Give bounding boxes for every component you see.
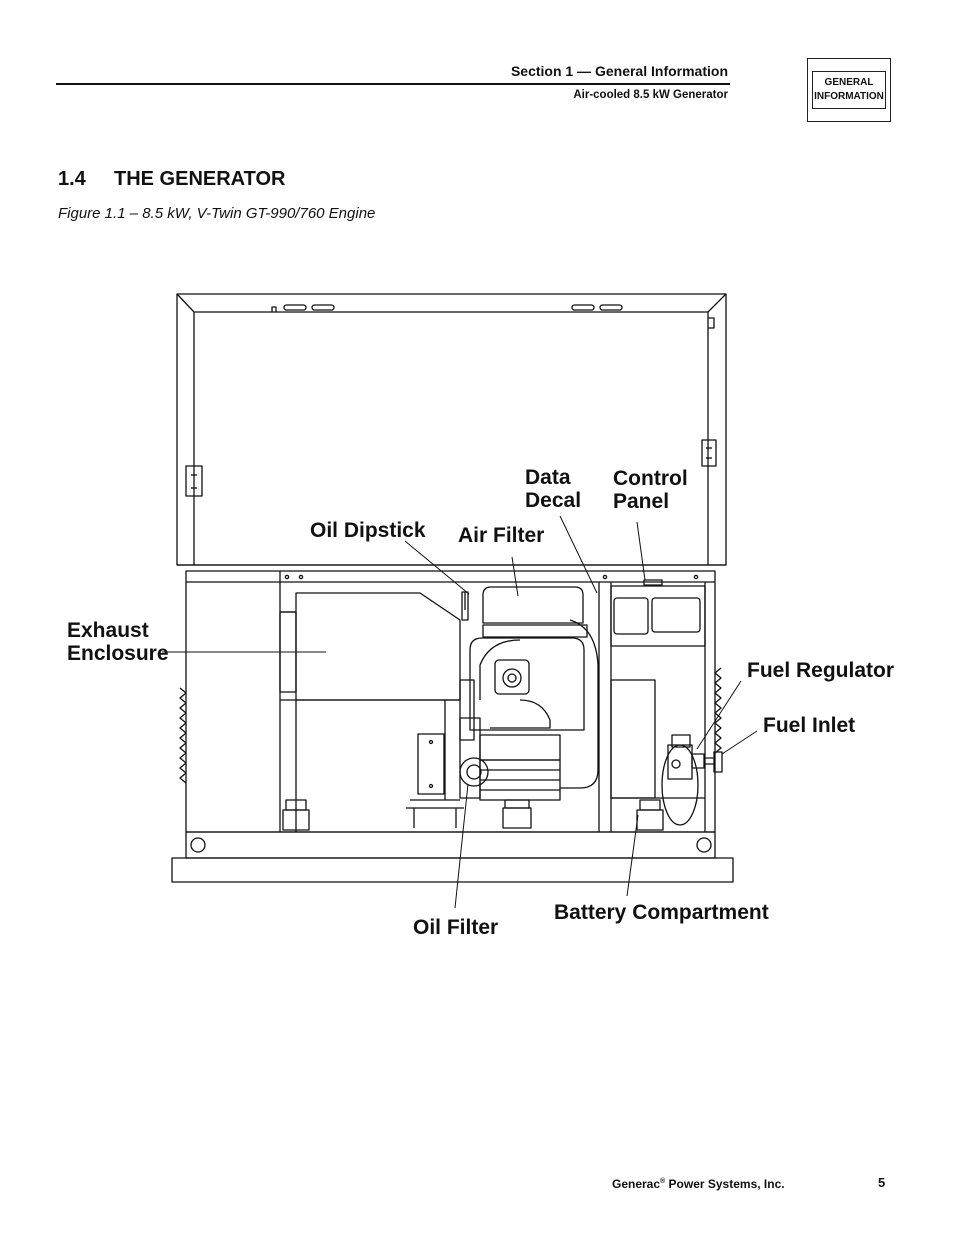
figure-caption: Figure 1.1 – 8.5 kW, V-Twin GT-990/760 E…	[58, 205, 376, 222]
label-panel: Panel	[613, 490, 669, 513]
section-number: 1.4	[58, 168, 86, 190]
label-battery-compartment: Battery Compartment	[554, 901, 769, 924]
label-oil-dipstick: Oil Dipstick	[310, 519, 426, 542]
enclosure-body	[179, 570, 722, 833]
right-compartment	[598, 579, 723, 832]
label-data: Data	[525, 466, 571, 489]
label-control: Control	[613, 467, 688, 490]
header-subtitle: Air-cooled 8.5 kW Generator	[573, 89, 728, 101]
label-air-filter: Air Filter	[458, 524, 544, 547]
tab-line-2: INFORMATION	[814, 91, 884, 102]
label-exhaust: Exhaust	[67, 619, 149, 642]
tab-line-1: GENERAL	[824, 77, 874, 88]
label-fuel-inlet: Fuel Inlet	[763, 714, 855, 737]
label-decal: Decal	[525, 489, 581, 512]
label-fuel-regulator: Fuel Regulator	[747, 659, 894, 682]
leader-lines	[162, 515, 758, 909]
label-oil-filter: Oil Filter	[413, 916, 498, 939]
engine	[459, 586, 599, 829]
footer-company: Generac® Power Systems, Inc.	[612, 1177, 785, 1191]
label-enclosure: Enclosure	[67, 642, 169, 665]
page-number: 5	[878, 1175, 886, 1190]
section-tab-inner: GENERAL INFORMATION	[812, 71, 886, 109]
footer-company-name: Generac	[612, 1177, 661, 1191]
exhaust-box	[279, 592, 464, 832]
section-title: THE GENERATOR	[114, 168, 286, 190]
section-tab: GENERAL INFORMATION	[807, 58, 891, 122]
base	[171, 799, 734, 883]
header-rule	[56, 83, 730, 85]
footer-company-rest: Power Systems, Inc.	[665, 1177, 785, 1191]
header-section-title: Section 1 — General Information	[510, 63, 728, 79]
open-lid	[176, 293, 727, 566]
registered-mark: ®	[660, 1178, 666, 1185]
